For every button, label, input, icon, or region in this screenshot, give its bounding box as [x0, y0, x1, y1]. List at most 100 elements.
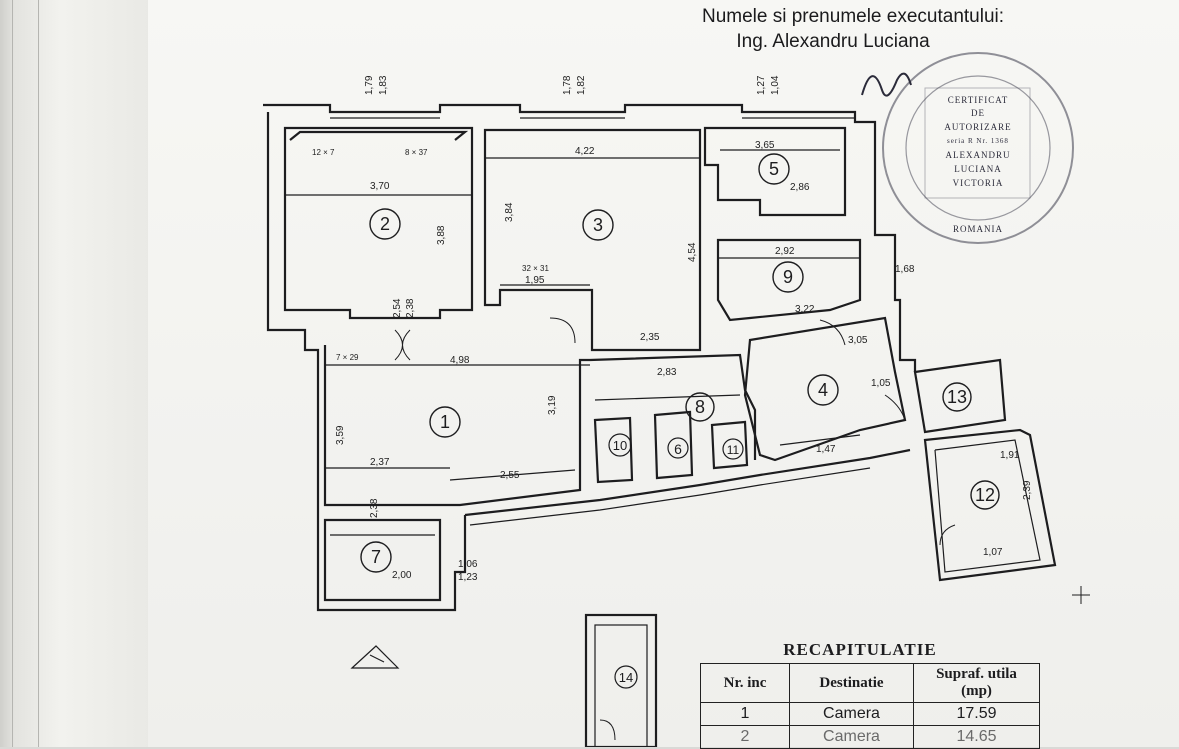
dim-label: 3,88: [436, 225, 447, 245]
table-row: 1 Camera 17.59: [700, 702, 1040, 726]
dim-label: 3,59: [335, 425, 346, 445]
executant-header: Numele si prenumele executantului: Ing. …: [688, 4, 1018, 54]
dim-label: 1,47: [816, 444, 836, 455]
dim-label: 3,22: [795, 304, 815, 315]
dim-label: 1,05: [871, 378, 891, 389]
dim-label: 2,54: [392, 298, 403, 318]
room-number: 7: [371, 547, 381, 567]
room-number: 6: [674, 441, 682, 457]
dim-label: 2,37: [370, 457, 390, 468]
room-label: 5: [758, 153, 790, 185]
room-number: 8: [695, 397, 705, 417]
dim-label: 1,04: [770, 75, 781, 95]
room-number: 9: [783, 267, 793, 287]
dim-label: 4,22: [575, 146, 595, 157]
room-label: 10: [608, 433, 632, 457]
dim-label: 2,55: [500, 470, 520, 481]
room-label: 2: [369, 208, 401, 240]
dim-label: 4,54: [687, 242, 698, 262]
dimension-labels: 1,79 1,83 1,78 1,82 1,27 1,04 12 × 7 8 ×…: [312, 75, 1033, 583]
col-header-suprafata: Supraf. utila (mp): [913, 663, 1040, 703]
dim-label: 7 × 29: [336, 353, 359, 362]
dim-label: 8 × 37: [405, 148, 428, 157]
recap-title: RECAPITULATIE: [783, 640, 937, 659]
dim-label: 1,79: [364, 75, 375, 95]
dim-label: 1,82: [576, 75, 587, 95]
room-label: 3: [582, 209, 614, 241]
dim-label: 3,70: [370, 181, 390, 192]
dim-label: 1,78: [562, 75, 573, 95]
room-number: 1: [440, 412, 450, 432]
dim-label: 4,98: [450, 355, 470, 366]
dim-label: 1,95: [525, 275, 545, 286]
dim-label: 32 × 31: [522, 264, 549, 273]
north-symbol: [350, 645, 400, 669]
room-number: 12: [975, 485, 995, 505]
col-header-nr: Nr. inc: [700, 663, 790, 703]
dim-label: 1,27: [756, 75, 767, 95]
room-label: 14: [614, 665, 638, 689]
room-label: 9: [772, 261, 804, 293]
cell-suprafata: 17.59: [913, 702, 1040, 726]
recap-table: Nr. inc Destinatie Supraf. utila (mp) 1 …: [700, 663, 1040, 749]
stamp-line: DE: [971, 108, 985, 118]
dim-label: 12 × 7: [312, 148, 335, 157]
stamp-ring-bottom: ROMANIA: [953, 224, 1003, 234]
dim-label: 1,07: [983, 547, 1003, 558]
stamp-line: ALEXANDRU: [946, 150, 1011, 160]
cell-suprafata: 14.65: [913, 725, 1040, 749]
col-header-destinatie: Destinatie: [789, 663, 914, 703]
cell-nr: 2: [700, 725, 790, 749]
dim-label: 3,65: [755, 140, 775, 151]
dim-label: 1,23: [458, 572, 478, 583]
room-number: 13: [947, 387, 967, 407]
dim-label: 3,05: [848, 335, 868, 346]
room-number: 14: [619, 670, 633, 685]
dim-label: 1,06: [458, 559, 478, 570]
dim-label: 2,92: [775, 246, 795, 257]
stamp-line: seria R Nr. 1368: [947, 137, 1009, 145]
cell-nr: 1: [700, 702, 790, 726]
stamp-line: CERTIFICAT: [948, 95, 1008, 105]
stamp-line: LUCIANA: [954, 164, 1002, 174]
dim-label: 2,83: [657, 367, 677, 378]
authorization-stamp: CERTIFICAT DE AUTORIZARE seria R Nr. 136…: [861, 52, 1074, 244]
room-label: 12: [970, 480, 1000, 510]
room-label: 7: [360, 541, 392, 573]
dim-label: 1,68: [895, 264, 915, 275]
room-label: 6: [667, 437, 689, 459]
room-label: 8: [685, 392, 715, 422]
room-label: 11: [722, 438, 744, 460]
dim-label: 1,91: [1000, 450, 1020, 461]
executant-name: Ing. Alexandru Luciana: [736, 31, 930, 52]
dim-label: 3,19: [547, 395, 558, 415]
room-label: 13: [942, 382, 972, 412]
room-labels: 1 2 3 4 5 6 7 8 9 10 11 12 13 14: [360, 153, 1000, 689]
dim-label: 2,86: [790, 182, 810, 193]
room-number: 10: [613, 438, 627, 453]
crosshair-marker: [1072, 586, 1090, 604]
signature: [861, 72, 912, 97]
dim-label: 3,84: [504, 202, 515, 222]
room-label: 1: [429, 406, 461, 438]
dim-label: 1,83: [378, 75, 389, 95]
stamp-line: VICTORIA: [953, 178, 1004, 188]
scan-margin: [0, 0, 150, 747]
dim-label: 2,00: [392, 570, 412, 581]
room-label: 4: [807, 374, 839, 406]
recap-section: RECAPITULATIE Nr. inc Destinatie Supraf.…: [700, 640, 1040, 749]
room-number: 2: [380, 214, 390, 234]
cell-destinatie: Camera: [789, 702, 914, 726]
room-number: 5: [769, 159, 779, 179]
dim-label: 2,38: [369, 498, 380, 518]
room-number: 4: [818, 380, 828, 400]
stamp-line: AUTORIZARE: [944, 122, 1011, 132]
cell-destinatie: Camera: [789, 725, 914, 749]
walls: [263, 103, 1057, 747]
dim-label: 2,39: [1022, 480, 1033, 500]
dim-label: 2,38: [405, 298, 416, 318]
executant-label: Numele si prenumele executantului:: [701, 6, 1005, 27]
paper-sheet: [148, 0, 1179, 747]
room-number: 11: [727, 443, 740, 457]
